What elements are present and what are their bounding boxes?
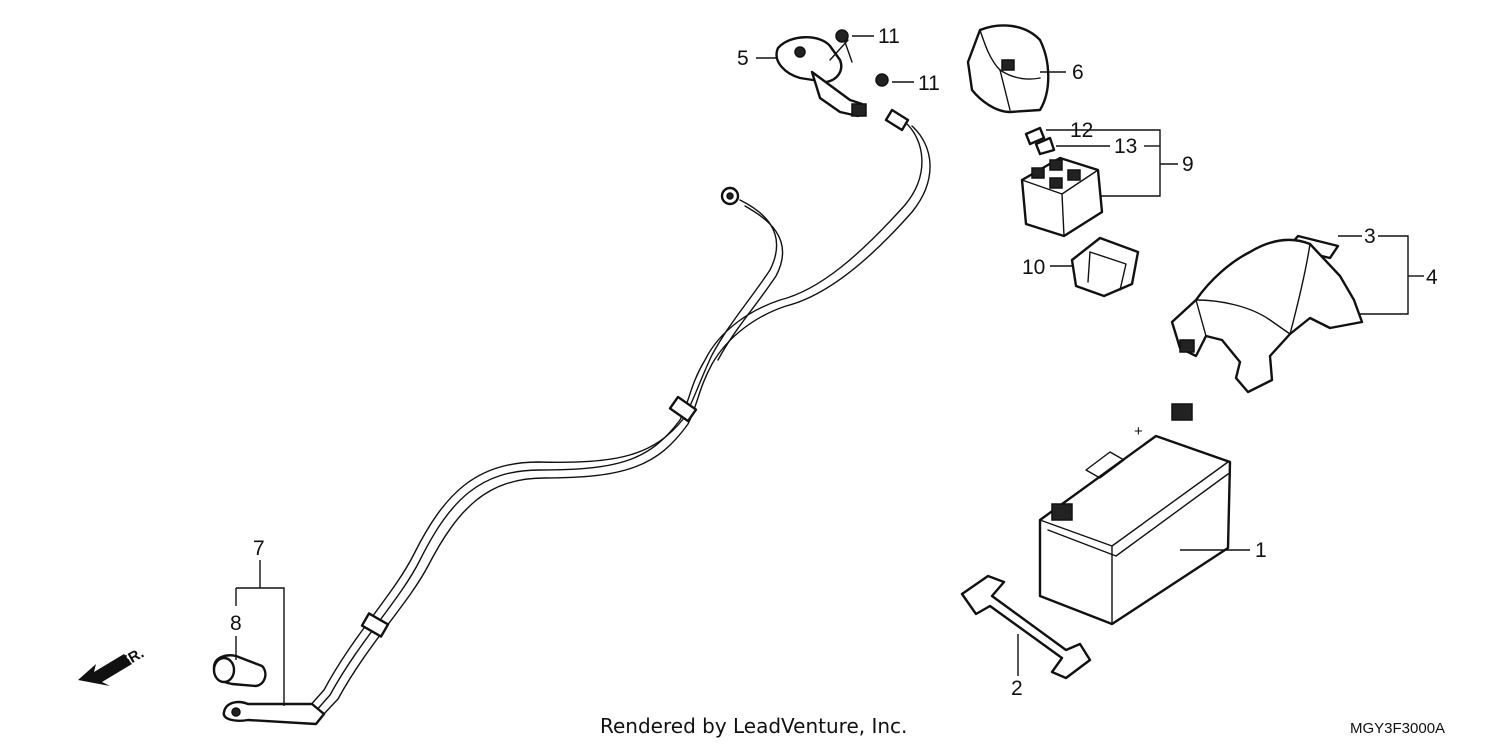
callout-9: 9 <box>1182 153 1194 176</box>
part-8-terminal-cover <box>212 654 267 688</box>
callout-7: 7 <box>253 537 265 560</box>
leader-lines <box>235 35 1424 706</box>
part-4-battery-cover <box>1170 238 1364 394</box>
part-9-relay-assembly <box>1020 126 1104 238</box>
part-10-relay-holder <box>1070 236 1140 298</box>
part-5-relay-bracket <box>775 36 867 118</box>
callout-2: 2 <box>1011 677 1023 700</box>
callout-4: 4 <box>1426 266 1438 289</box>
part-1-battery: + <box>1038 403 1232 626</box>
callout-11-lower: 11 <box>918 72 940 95</box>
part-11-screws <box>835 29 889 87</box>
callout-3: 3 <box>1364 225 1376 248</box>
battery-cable-harness <box>307 108 931 717</box>
callout-8: 8 <box>230 612 242 635</box>
callout-6: 6 <box>1072 61 1084 84</box>
part-2-battery-band <box>960 574 1092 680</box>
callout-10: 10 <box>1022 256 1045 279</box>
callout-5: 5 <box>737 47 749 70</box>
diagram-code: MGY3F3000A <box>1350 720 1445 737</box>
callout-13: 13 <box>1114 135 1137 158</box>
part-6-cover <box>966 24 1050 114</box>
callout-numbers: 1 2 3 4 5 6 7 8 9 10 11 11 12 13 <box>230 25 1438 700</box>
callout-11-upper: 11 <box>878 25 900 48</box>
part-7-battery-cable <box>222 700 326 726</box>
callout-1: 1 <box>1255 539 1267 562</box>
front-direction-indicator: FR. <box>78 645 147 686</box>
callout-12: 12 <box>1070 119 1093 142</box>
battery-positive-symbol: + <box>1134 423 1143 440</box>
render-credit: Rendered by LeadVenture, Inc. <box>600 714 907 738</box>
